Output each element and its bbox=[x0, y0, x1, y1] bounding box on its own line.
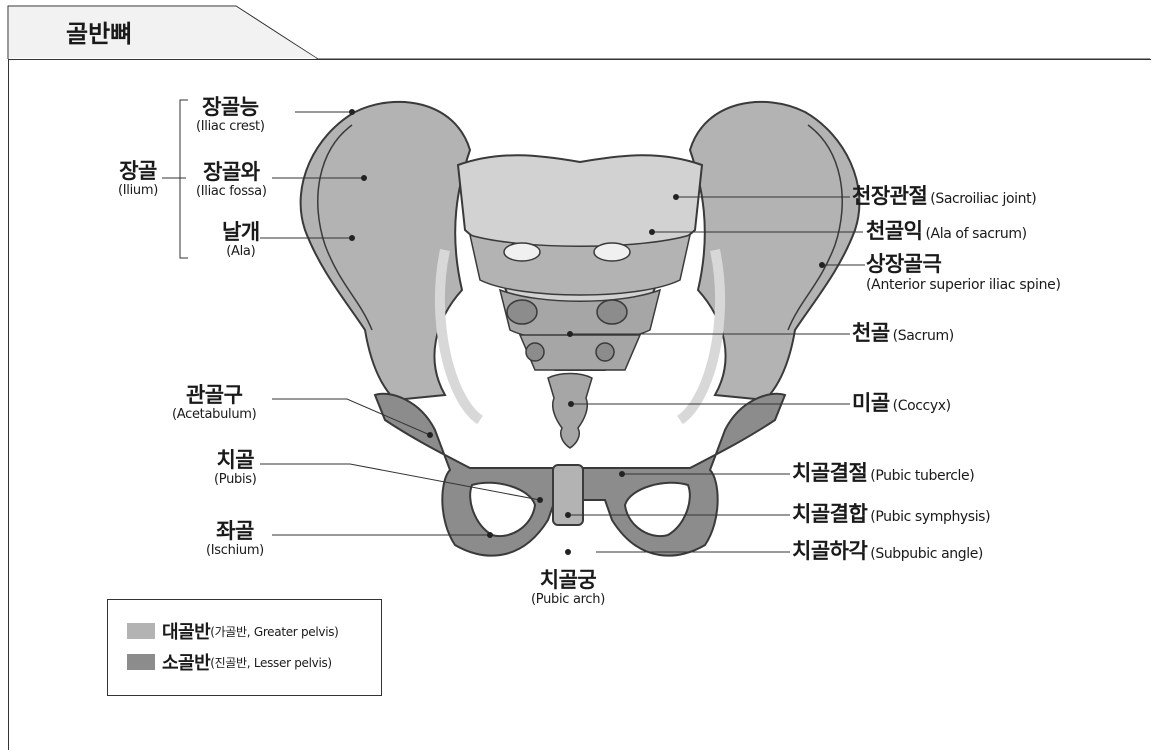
legend-box: 대골반 (가골반, Greater pelvis) 소골반 (진골반, Less… bbox=[107, 599, 382, 696]
legend-item-greater-pelvis: 대골반 (가골반, Greater pelvis) bbox=[127, 621, 339, 641]
label-subpubic-angle: 치골하각(Subpubic angle) bbox=[792, 541, 983, 562]
label-ala-of-sacrum: 천골익(Ala of sacrum) bbox=[866, 221, 1027, 242]
label-ala: 날개 (Ala) bbox=[222, 222, 260, 258]
label-pubic-arch: 치골궁 (Pubic arch) bbox=[531, 570, 605, 606]
label-pubic-symphysis: 치골결합(Pubic symphysis) bbox=[792, 504, 990, 525]
label-ischium: 좌골 (Ischium) bbox=[206, 521, 264, 557]
greater-pelvis-swatch bbox=[127, 623, 155, 639]
label-pubic-tubercle: 치골결절(Pubic tubercle) bbox=[792, 463, 974, 484]
label-sacroiliac-joint: 천장관절(Sacroiliac joint) bbox=[852, 186, 1036, 207]
coccyx-shape bbox=[548, 374, 592, 449]
label-asis: 상장골극 (Anterior superior iliac spine) bbox=[866, 254, 1061, 292]
legend-item-lesser-pelvis: 소골반 (진골반, Lesser pelvis) bbox=[127, 652, 332, 672]
label-acetabulum: 관골구 (Acetabulum) bbox=[172, 385, 256, 421]
label-iliac-crest: 장골능 (Iliac crest) bbox=[196, 97, 265, 133]
label-coccyx: 미골(Coccyx) bbox=[852, 393, 951, 414]
label-iliac-fossa: 장골와 (Iliac fossa) bbox=[196, 162, 267, 198]
label-pubis: 치골 (Pubis) bbox=[214, 450, 257, 486]
label-sacrum: 천골(Sacrum) bbox=[852, 323, 954, 344]
label-ilium: 장골 (Ilium) bbox=[118, 161, 158, 197]
lesser-pelvis-swatch bbox=[127, 654, 155, 670]
